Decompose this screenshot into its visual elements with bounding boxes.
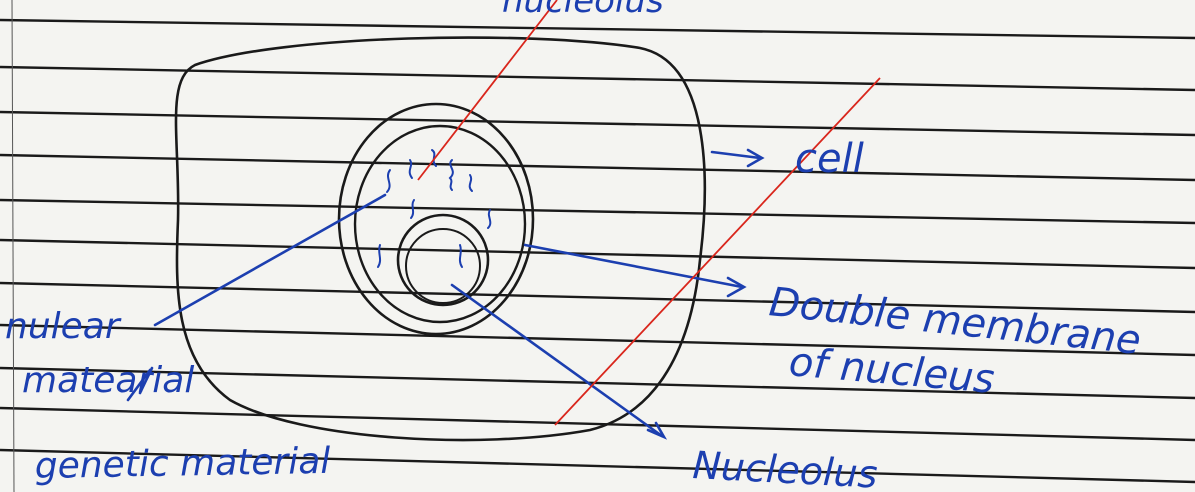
chromatin-strand — [410, 160, 412, 178]
chromatin-strand — [460, 245, 462, 267]
pointer-membrane — [525, 245, 742, 287]
ruled-line — [0, 155, 1195, 180]
chromatin-strand — [387, 170, 390, 192]
chromatin-strand — [470, 175, 472, 191]
margin-line — [12, 0, 14, 492]
ruled-line — [0, 240, 1195, 268]
label-nuclear: nulear — [5, 306, 122, 347]
label-cell: cell — [795, 136, 864, 182]
chromatin-strand — [488, 210, 490, 228]
nucleolus-core — [406, 229, 480, 303]
pointer-nucleolus — [452, 285, 662, 436]
label-nucleolus: Nucleolus — [692, 443, 879, 492]
nucleus-outer-membrane — [339, 104, 533, 334]
label-material: matearial — [22, 360, 194, 401]
ruled-line — [0, 112, 1195, 135]
ruled-line — [0, 408, 1195, 440]
label-genetic-material: genetic material — [34, 441, 330, 487]
chromatin-strand — [378, 245, 380, 267]
ruled-line — [0, 20, 1195, 38]
pointer-nuclear-material — [155, 195, 385, 325]
label-top-cutoff: nucleolus — [502, 0, 664, 21]
